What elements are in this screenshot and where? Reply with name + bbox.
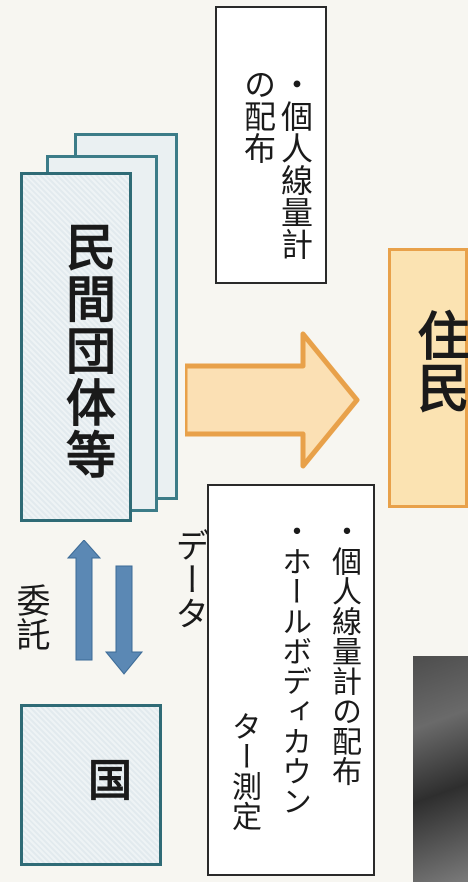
government-box: 国 (20, 704, 162, 866)
info-box-top: の配布 ・個人線量計 (215, 6, 327, 284)
info-bottom-line-3: ター測定 (226, 711, 261, 831)
info-bottom-line-2: ・ホールボディカウン (276, 516, 311, 816)
delegation-label: 委託 (10, 583, 50, 651)
flow-arrow (185, 331, 360, 469)
photo-thumbnail (413, 656, 468, 882)
residents-box: 住民 (388, 248, 468, 508)
info-box-bottom: ター測定 ・ホールボディカウン ・個人線量計の配布 (207, 484, 375, 876)
info-top-line-2: の配布 (239, 68, 277, 164)
exchange-arrows (66, 540, 144, 675)
residents-label: 住民 (408, 309, 468, 413)
arrow-up-icon (66, 540, 102, 661)
government-label: 国 (80, 757, 131, 801)
arrow-down-icon (104, 565, 144, 675)
info-top-line-1: ・個人線量計 (276, 68, 314, 260)
org-card-front: 民間団体等 (20, 172, 132, 522)
arrow-right-icon (185, 331, 360, 469)
data-label: データ (169, 528, 209, 630)
org-label: 民間団体等 (58, 221, 116, 481)
info-bottom-line-1: ・個人線量計の配布 (326, 516, 361, 786)
